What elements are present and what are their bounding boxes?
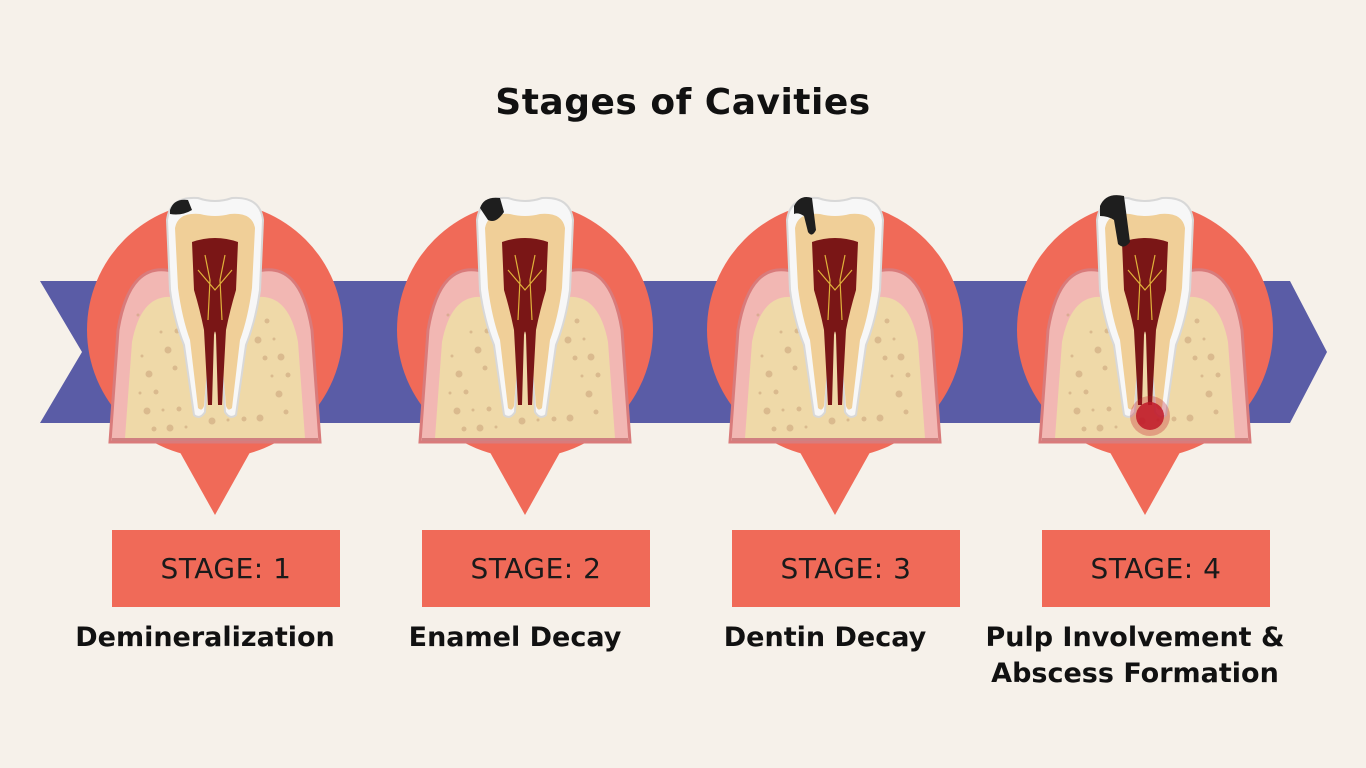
stage-2: STAGE: 2 Enamel Decay: [380, 180, 653, 700]
decay-spot: [480, 197, 504, 221]
bone: [745, 296, 925, 438]
bone: [125, 296, 305, 438]
nerve-lines: [197, 254, 233, 321]
stage-3-name: Dentin Decay: [660, 620, 990, 656]
base-line: [732, 438, 938, 441]
page-title: Stages of Cavities: [495, 82, 871, 123]
bone-texture: [136, 313, 291, 432]
stage-4-label: STAGE: 4: [1090, 552, 1222, 585]
stage-4-name-line-2: Abscess Formation: [991, 658, 1279, 689]
tooth-illustration-stage-1: [87, 196, 343, 515]
stage-3-label: STAGE: 3: [780, 552, 912, 585]
stage-2-label-box: STAGE: 2: [422, 530, 650, 607]
stage-1-name: Demineralization: [40, 620, 370, 656]
bone: [435, 296, 615, 438]
bone-texture: [756, 313, 911, 432]
stage-4-name: Pulp Involvement & Abscess Formation: [970, 620, 1300, 692]
stage-3-label-box: STAGE: 3: [732, 530, 960, 607]
pointer-triangle: [792, 438, 878, 515]
decay-spot: [794, 197, 816, 235]
abscess: [1136, 402, 1164, 430]
base-line: [112, 438, 318, 441]
stage-2-label: STAGE: 2: [470, 552, 602, 585]
tooth-pulp: [812, 238, 858, 405]
tooth-illustration-stage-2: [397, 196, 653, 515]
pointer-triangle: [1102, 438, 1188, 515]
tooth-illustration-stage-3: [707, 196, 963, 515]
pointer-triangle: [172, 438, 258, 515]
nerve-lines: [817, 254, 853, 321]
stage-4-label-box: STAGE: 4: [1042, 530, 1270, 607]
stage-1-name-line-1: Demineralization: [75, 622, 335, 653]
stage-2-name-line-1: Enamel Decay: [408, 622, 622, 653]
tooth-pulp: [502, 238, 548, 405]
bone-texture: [446, 313, 601, 432]
stage-2-name: Enamel Decay: [350, 620, 680, 656]
nerve-lines: [507, 254, 543, 321]
stage-3-name-line-1: Dentin Decay: [723, 622, 927, 653]
nerve-lines: [1127, 254, 1163, 321]
stage-4: STAGE: 4 Pulp Involvement & Abscess Form…: [985, 180, 1285, 700]
stage-1-label-box: STAGE: 1: [112, 530, 340, 607]
stage-1: STAGE: 1 Demineralization: [70, 180, 343, 700]
tooth-pulp: [1122, 238, 1168, 405]
bone: [1055, 296, 1235, 438]
base-line: [422, 438, 628, 441]
stage-1-label: STAGE: 1: [160, 552, 292, 585]
pointer-triangle: [482, 438, 568, 515]
abscess-halo: [1130, 396, 1170, 436]
decay-spot: [1100, 195, 1130, 247]
decay-spot: [170, 199, 192, 215]
stage-4-name-line-1: Pulp Involvement &: [985, 622, 1285, 653]
tooth-pulp: [192, 238, 238, 405]
tooth-illustration-stage-4: [1017, 195, 1273, 515]
base-line: [1042, 438, 1248, 441]
stage-3: STAGE: 3 Dentin Decay: [690, 180, 963, 700]
